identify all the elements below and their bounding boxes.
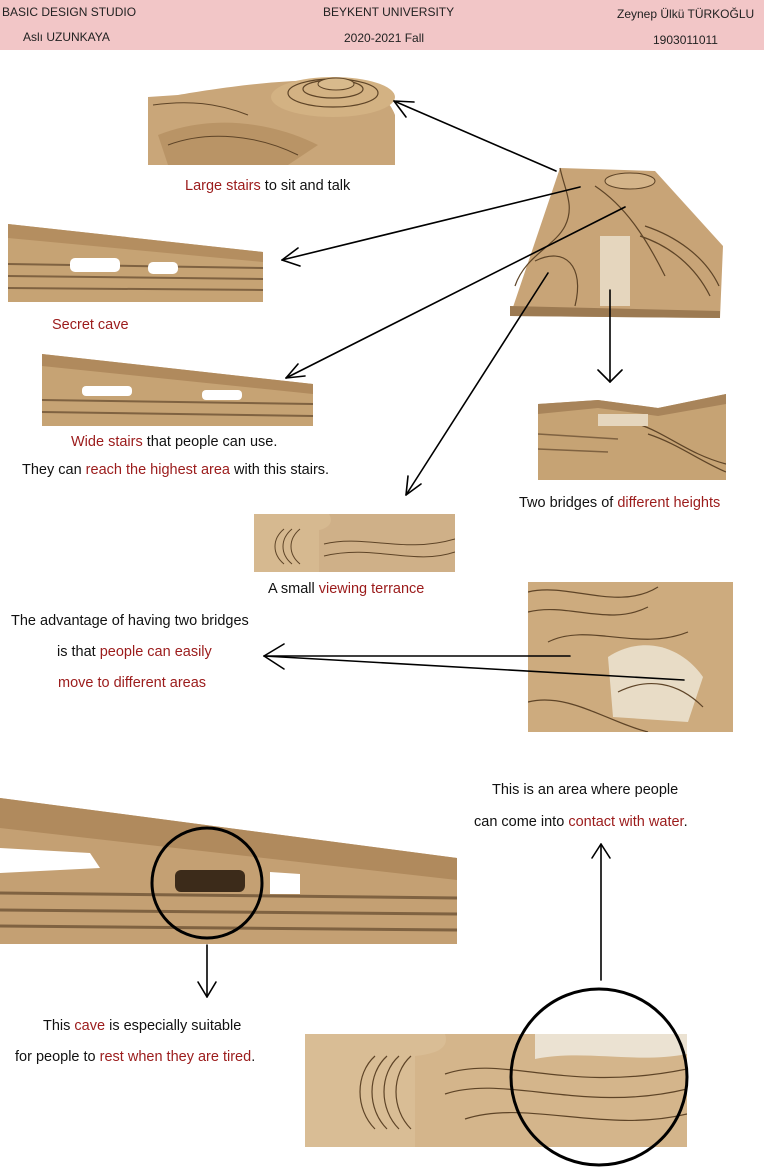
photo-bridges <box>538 394 726 480</box>
caption-cave-line1: This cave is especially suitable <box>43 1018 242 1034</box>
photo-model-overview <box>505 166 723 318</box>
caption-wide-stairs-line1: Wide stairs that people can use. <box>71 434 278 450</box>
header-bar: BASIC DESIGN STUDIO Aslı UZUNKAYA BEYKEN… <box>0 0 764 50</box>
caption-large-stairs: Large stairs to sit and talk <box>185 178 351 194</box>
caption-advantage-line3: move to different areas <box>58 675 207 691</box>
photo-viewing-terrace <box>254 514 455 572</box>
caption-wide-stairs-line2: They can reach the highest area with thi… <box>22 462 330 478</box>
photo-large-stairs <box>148 75 395 165</box>
student-name: Zeynep Ülkü TÜRKOĞLU <box>617 7 755 21</box>
caption-secret-cave: Secret cave <box>52 317 129 333</box>
caption-advantage-line2: is that people can easily <box>57 644 212 660</box>
photo-wide-stairs <box>42 354 313 426</box>
caption-viewing-terrace: A small viewing terrance <box>268 581 425 597</box>
cave-highlight-circle <box>150 826 264 940</box>
photo-water-area <box>305 1034 687 1147</box>
student-number: 1903011011 <box>653 33 718 47</box>
water-highlight-circle <box>509 987 689 1167</box>
semester: 2020-2021 Fall <box>344 31 425 45</box>
photo-cave-closeup <box>0 798 457 944</box>
university-name: BEYKENT UNIVERSITY <box>323 5 455 19</box>
photo-secret-cave <box>8 224 263 302</box>
caption-bridges: Two bridges of different heights <box>519 495 721 511</box>
photo-bridges-detail <box>528 582 733 732</box>
caption-cave-line2: for people to rest when they are tired. <box>15 1049 256 1065</box>
caption-water-line1: This is an area where people <box>492 782 679 798</box>
studio-title: BASIC DESIGN STUDIO <box>2 5 137 19</box>
caption-advantage-line1: The advantage of having two bridges <box>11 613 249 629</box>
instructor-name: Aslı UZUNKAYA <box>23 30 110 44</box>
caption-water-line2: can come into contact with water. <box>474 814 688 830</box>
